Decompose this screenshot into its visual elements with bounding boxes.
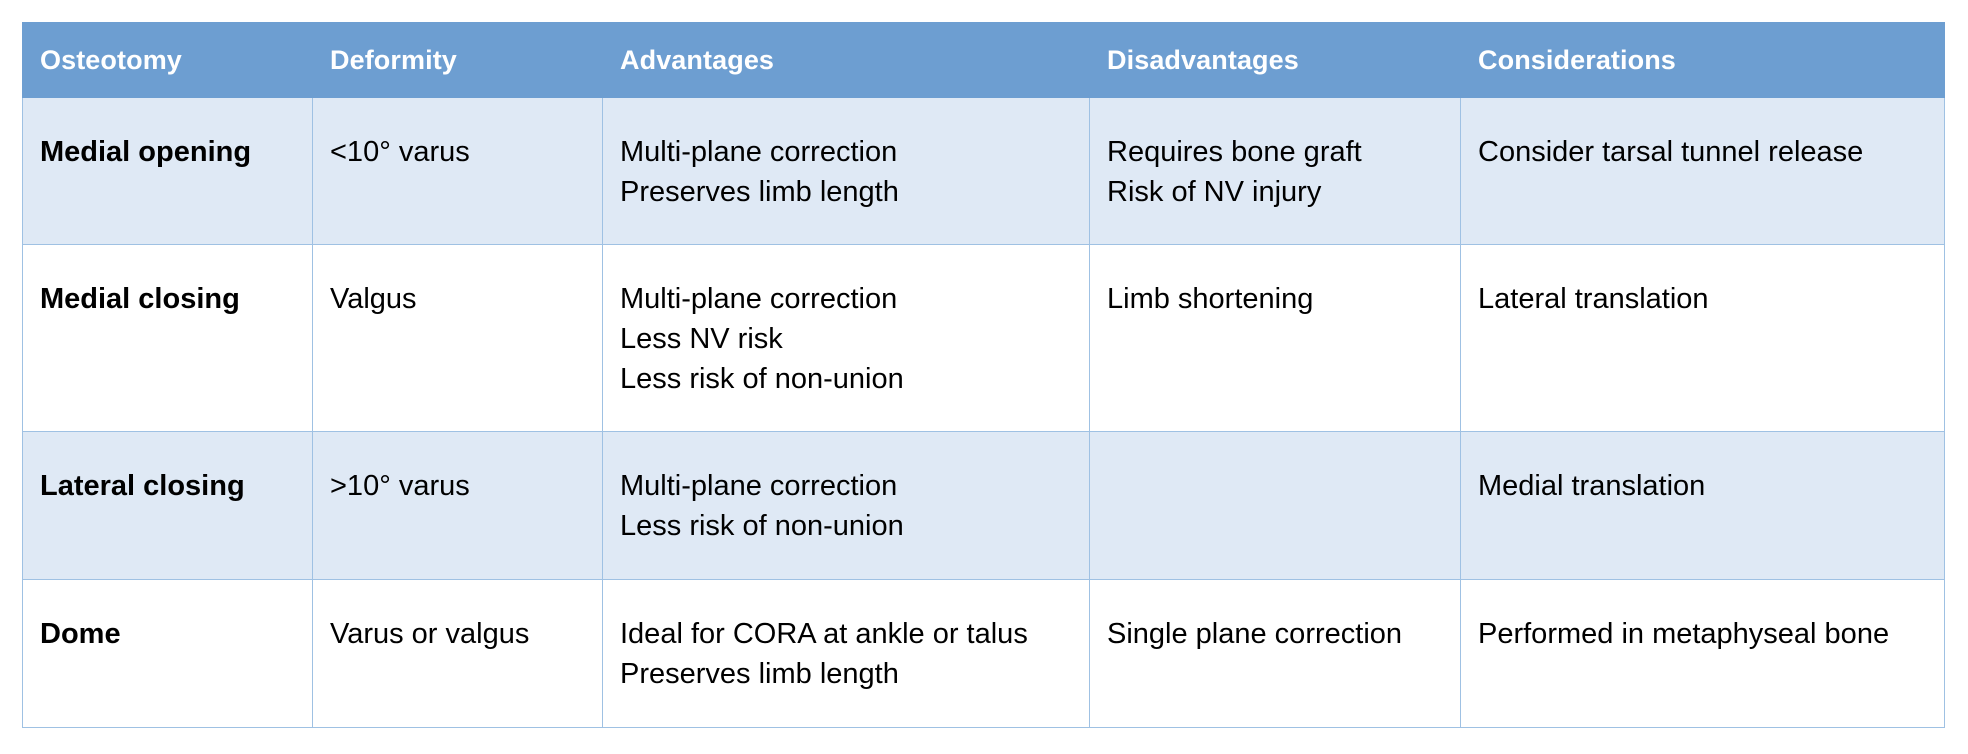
cell-deformity: <10° varus — [312, 97, 603, 245]
advantage-item: Ideal for CORA at ankle or talus — [620, 618, 1028, 650]
advantage-item: Preserves limb length — [620, 658, 899, 690]
consideration-item: Lateral translation — [1478, 283, 1709, 315]
header-considerations: Considerations — [1460, 22, 1945, 98]
advantage-item: Less NV risk — [620, 323, 783, 355]
table-row: Medial opening <10° varus Multi-plane co… — [22, 97, 1945, 245]
cell-considerations: Medial translation — [1460, 431, 1945, 580]
cell-considerations: Lateral translation — [1460, 244, 1945, 432]
cell-osteotomy: Medial opening — [22, 97, 313, 245]
table-row: Dome Varus or valgus Ideal for CORA at a… — [22, 579, 1945, 728]
advantage-item: Multi-plane correction — [620, 136, 898, 168]
advantage-item: Less risk of non-union — [620, 363, 904, 395]
cell-disadvantages: Single plane correction — [1089, 579, 1461, 728]
disadvantage-item: Requires bone graft — [1107, 136, 1362, 168]
advantage-item: Preserves limb length — [620, 176, 899, 208]
table-header: Osteotomy Deformity Advantages Disadvant… — [22, 22, 1945, 98]
disadvantage-item: Limb shortening — [1107, 283, 1314, 315]
cell-considerations: Consider tarsal tunnel release — [1460, 97, 1945, 245]
cell-deformity: Varus or valgus — [312, 579, 603, 728]
table-row: Medial closing Valgus Multi-plane correc… — [22, 244, 1945, 432]
header-row: Osteotomy Deformity Advantages Disadvant… — [22, 22, 1945, 98]
consideration-item: Performed in metaphyseal bone — [1478, 618, 1890, 650]
advantage-item: Less risk of non-union — [620, 510, 904, 542]
disadvantage-item: Risk of NV injury — [1107, 176, 1322, 208]
cell-deformity: Valgus — [312, 244, 603, 432]
cell-advantages: Multi-plane correction Less risk of non-… — [602, 431, 1090, 580]
table-body: Medial opening <10° varus Multi-plane co… — [22, 97, 1945, 728]
header-deformity: Deformity — [312, 22, 603, 98]
cell-osteotomy: Dome — [22, 579, 313, 728]
cell-deformity: >10° varus — [312, 431, 603, 580]
advantage-item: Multi-plane correction — [620, 283, 898, 315]
cell-osteotomy: Lateral closing — [22, 431, 313, 580]
cell-disadvantages: Requires bone graft Risk of NV injury — [1089, 97, 1461, 245]
cell-advantages: Multi-plane correction Less NV risk Less… — [602, 244, 1090, 432]
cell-osteotomy: Medial closing — [22, 244, 313, 432]
consideration-item: Consider tarsal tunnel release — [1478, 136, 1864, 168]
consideration-item: Medial translation — [1478, 470, 1706, 502]
cell-advantages: Ideal for CORA at ankle or talus Preserv… — [602, 579, 1090, 728]
cell-advantages: Multi-plane correction Preserves limb le… — [602, 97, 1090, 245]
osteotomy-comparison-table: Osteotomy Deformity Advantages Disadvant… — [22, 22, 1945, 728]
table-row: Lateral closing >10° varus Multi-plane c… — [22, 431, 1945, 580]
advantage-item: Multi-plane correction — [620, 470, 898, 502]
header-disadvantages: Disadvantages — [1089, 22, 1461, 98]
cell-disadvantages — [1089, 431, 1461, 580]
cell-disadvantages: Limb shortening — [1089, 244, 1461, 432]
cell-considerations: Performed in metaphyseal bone — [1460, 579, 1945, 728]
osteotomy-table-container: Osteotomy Deformity Advantages Disadvant… — [22, 22, 1945, 728]
header-osteotomy: Osteotomy — [22, 22, 313, 98]
disadvantage-item: Single plane correction — [1107, 618, 1403, 650]
header-advantages: Advantages — [602, 22, 1090, 98]
